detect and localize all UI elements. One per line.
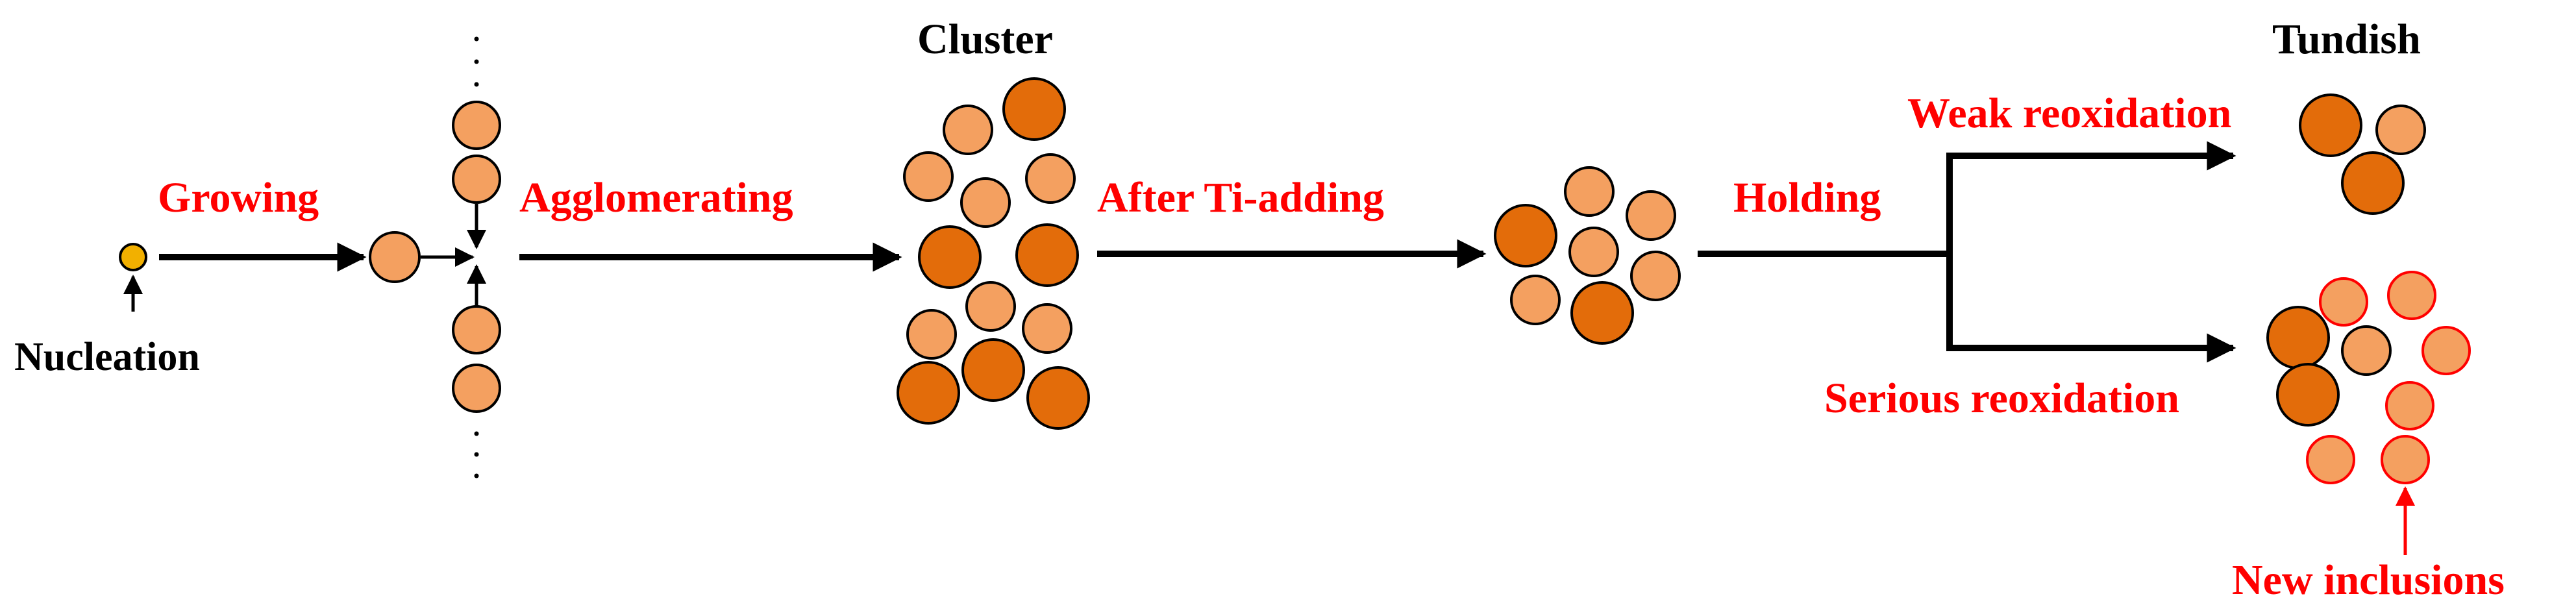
- growing-label: Growing: [158, 174, 319, 221]
- column-dot: [474, 82, 479, 87]
- modified-particle: [1568, 227, 1619, 277]
- cluster-particle: [918, 225, 982, 289]
- column-dot: [474, 452, 479, 457]
- after-ti-adding-label: After Ti-adding: [1097, 174, 1384, 221]
- tundish-particle: [2299, 93, 2362, 157]
- cluster-particle: [1025, 153, 1076, 204]
- agglomerating-label: Agglomerating: [519, 174, 793, 221]
- cluster-particle: [965, 281, 1016, 332]
- serious-reoxidation-label: Serious reoxidation: [1824, 375, 2179, 422]
- tundish-particle: [2276, 363, 2340, 427]
- colliding-particle: [452, 364, 501, 413]
- column-dot: [474, 36, 479, 42]
- serious-branch-arrow: [1946, 254, 2236, 363]
- new-inclusion: [2387, 271, 2436, 320]
- cluster-particle: [960, 177, 1011, 228]
- cluster-particle: [1002, 77, 1066, 141]
- colliding-particle: [452, 101, 501, 150]
- nucleation-label: Nucleation: [14, 335, 200, 379]
- tundish-particle: [2266, 306, 2330, 369]
- cluster-label: Cluster: [917, 16, 1053, 63]
- weak-reoxidation-particles: [2299, 93, 2426, 215]
- cluster-particle: [1015, 223, 1079, 287]
- nucleus-particle: [119, 243, 147, 271]
- new-inclusions-label: New inclusions: [2232, 556, 2505, 604]
- cluster-particle: [903, 151, 954, 202]
- cluster-particle: [943, 105, 993, 155]
- cluster-particles: [897, 77, 1090, 430]
- holding-label: Holding: [1733, 174, 1881, 221]
- modified-particles: [1494, 166, 1681, 345]
- tundish-particle: [2375, 105, 2426, 155]
- tundish-particle: [2341, 325, 2392, 376]
- tundish-particle: [2341, 151, 2405, 215]
- column-dot: [474, 473, 479, 478]
- tundish-label: Tundish: [2272, 16, 2421, 63]
- column-dot: [474, 431, 479, 436]
- modified-particle: [1494, 204, 1557, 267]
- colliding-particle: [452, 155, 501, 204]
- modified-particle: [1630, 251, 1681, 301]
- cluster-particle: [906, 309, 957, 360]
- new-inclusion: [2306, 435, 2355, 484]
- modified-particle: [1564, 166, 1615, 217]
- modified-particle: [1626, 190, 1676, 241]
- new-inclusion: [2385, 381, 2434, 430]
- modified-particle: [1510, 275, 1561, 325]
- colliding-particle: [452, 305, 501, 354]
- weak-reoxidation-label: Weak reoxidation: [1907, 90, 2231, 137]
- grown-particle: [369, 231, 421, 283]
- cluster-particle: [1026, 366, 1090, 430]
- new-inclusion: [2421, 326, 2471, 375]
- new-inclusion: [2319, 277, 2368, 327]
- weak-branch-arrow: [1946, 141, 2236, 254]
- new-inclusion: [2381, 435, 2430, 484]
- serious-reoxidation-particles: [2266, 271, 2471, 484]
- cluster-particle: [1022, 303, 1072, 354]
- collision-column: [452, 36, 501, 478]
- modified-particle: [1570, 281, 1634, 345]
- column-dot: [474, 59, 479, 64]
- cluster-particle: [897, 361, 960, 425]
- cluster-particle: [961, 338, 1025, 402]
